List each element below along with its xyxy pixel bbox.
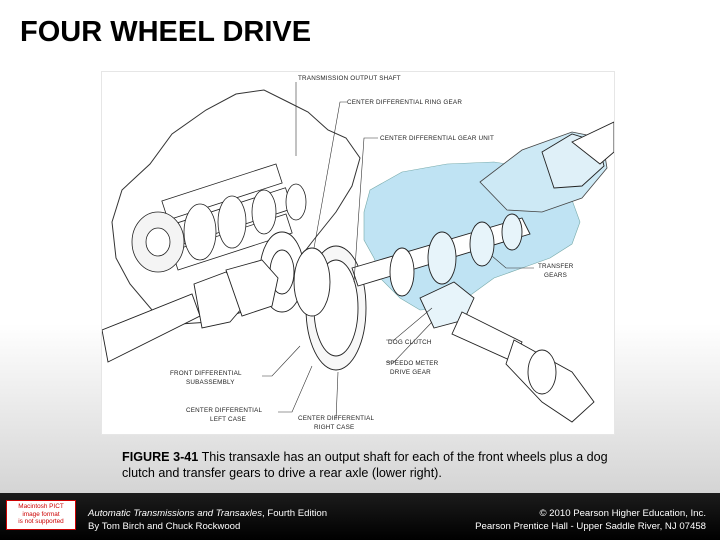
leader-lines	[262, 82, 534, 421]
right-boot	[541, 121, 614, 189]
callout-transfer-gears-1: TRANSFER	[538, 263, 574, 270]
pict-line-1: Macintosh PICT	[18, 503, 64, 510]
book-title: Automatic Transmissions and Transaxles	[88, 508, 262, 519]
callout-speedo-1: SPEEDO METER	[386, 360, 439, 367]
footer-book-info: Automatic Transmissions and Transaxles, …	[88, 507, 327, 533]
transaxle-drawing: TRANSMISSION OUTPUT SHAFT CENTER DIFFERE…	[102, 75, 614, 431]
callout-center-right-1: CENTER DIFFERENTIAL	[298, 415, 375, 422]
pict-line-2: image format	[22, 510, 60, 518]
footer-publisher-info: © 2010 Pearson Higher Education, Inc. Pe…	[475, 507, 706, 533]
figure-caption: FIGURE 3-41 This transaxle has an output…	[122, 449, 612, 481]
caption-text: This transaxle has an output shaft for e…	[122, 450, 608, 480]
callout-center-right-2: RIGHT CASE	[314, 424, 354, 431]
rear-output	[419, 281, 595, 423]
callout-center-diff-ring-gear: CENTER DIFFERENTIAL RING GEAR	[347, 99, 462, 106]
caption-label: FIGURE 3-41	[122, 450, 199, 464]
ring-gear	[259, 231, 367, 371]
transaxle-illustration: TRANSMISSION OUTPUT SHAFT CENTER DIFFERE…	[101, 71, 615, 435]
footer-authors: By Tom Birch and Chuck Rockwood	[88, 521, 241, 532]
callout-center-left-1: CENTER DIFFERENTIAL	[186, 407, 263, 414]
pict-placeholder: Macintosh PICT image format is not suppo…	[6, 500, 76, 530]
callout-transmission-output-shaft: TRANSMISSION OUTPUT SHAFT	[298, 75, 401, 82]
callout-speedo-2: DRIVE GEAR	[390, 369, 431, 376]
left-axle	[102, 259, 279, 363]
footer-bar: Macintosh PICT image format is not suppo…	[0, 493, 720, 540]
footer-copyright: © 2010 Pearson Higher Education, Inc.	[539, 508, 706, 519]
footer-book-line: Automatic Transmissions and Transaxles, …	[88, 507, 327, 520]
pict-line-3: is not supported	[18, 518, 64, 526]
gear-stack-left	[131, 163, 307, 273]
callout-dog-clutch: DOG CLUTCH	[388, 339, 432, 346]
footer-publisher: Pearson Prentice Hall - Upper Saddle Riv…	[475, 521, 706, 532]
callout-center-left-2: LEFT CASE	[210, 416, 246, 423]
book-edition: , Fourth Edition	[262, 508, 328, 519]
callout-center-diff-gear-unit: CENTER DIFFERENTIAL GEAR UNIT	[380, 135, 494, 142]
callout-transfer-gears-2: GEARS	[544, 272, 567, 279]
slide-title: FOUR WHEEL DRIVE	[20, 16, 312, 48]
callout-front-diff-1: FRONT DIFFERENTIAL	[170, 370, 242, 377]
center-shaft	[351, 213, 531, 297]
callout-front-diff-2: SUBASSEMBLY	[186, 379, 235, 386]
